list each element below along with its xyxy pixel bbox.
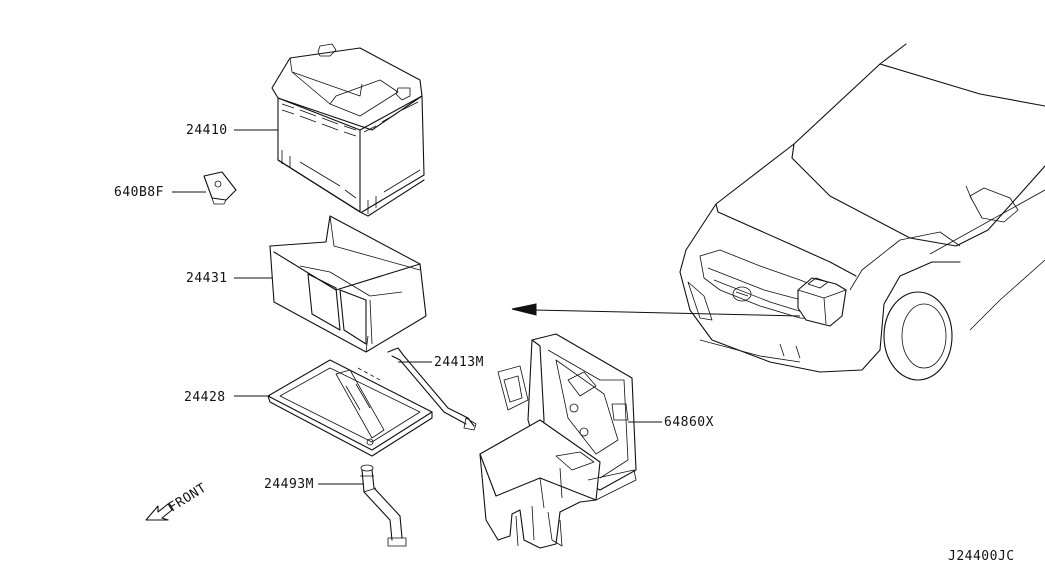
vehicle-drawing: [679, 43, 1045, 381]
diagram-code: J24400JC: [948, 549, 1015, 564]
drain-hose-drawing: [360, 464, 407, 547]
support-bracket-drawing: [479, 333, 637, 549]
front-label: FRONT: [166, 481, 209, 516]
clip-drawing: [203, 171, 237, 205]
battery-tray-drawing: [267, 359, 433, 457]
part-number-24410: 24410: [186, 123, 228, 138]
part-number-64860X: 64860X: [664, 415, 714, 430]
part-number-640B8F: 640B8F: [114, 185, 164, 200]
location-arrow: [511, 303, 801, 317]
part-number-24413M: 24413M: [434, 355, 484, 370]
part-number-24428: 24428: [184, 390, 226, 405]
part-number-24493M: 24493M: [264, 477, 314, 492]
battery-cover-drawing: [269, 215, 427, 353]
part-number-24431: 24431: [186, 271, 228, 286]
battery-drawing: [271, 43, 425, 217]
front-direction-arrow: FRONT: [145, 481, 209, 521]
